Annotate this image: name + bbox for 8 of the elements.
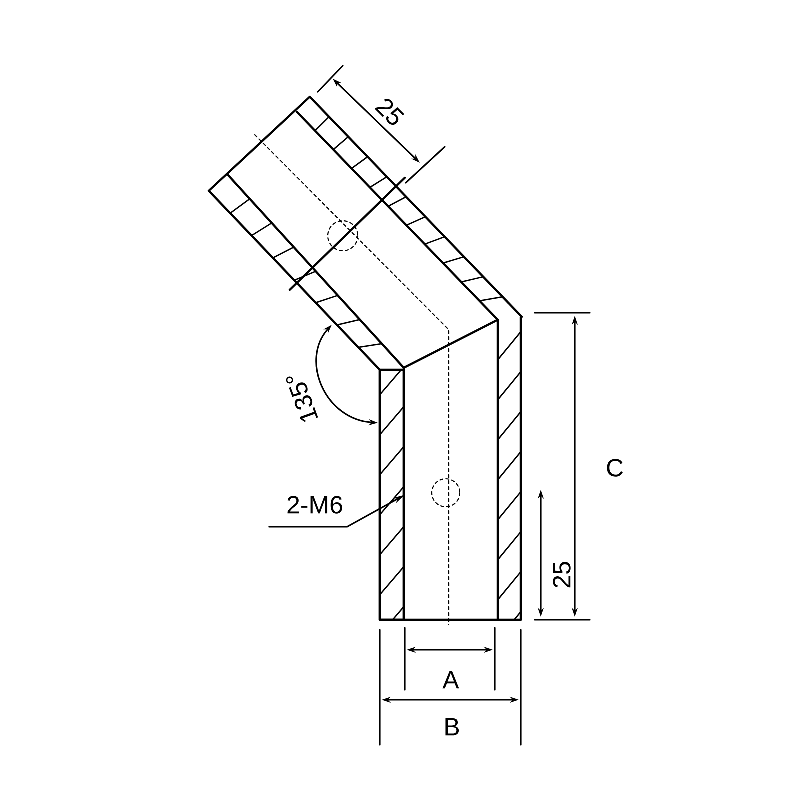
dimension-label: 25 bbox=[374, 98, 404, 126]
dimension-label: 135° bbox=[286, 376, 318, 422]
dimension-label: 25 bbox=[553, 562, 571, 588]
callout-label: 2-M6 bbox=[288, 496, 342, 514]
dimension-label: A bbox=[442, 671, 460, 689]
dimension-label: C bbox=[607, 459, 624, 477]
dimension-label: B bbox=[446, 718, 460, 736]
pipe-wall bbox=[378, 368, 406, 622]
